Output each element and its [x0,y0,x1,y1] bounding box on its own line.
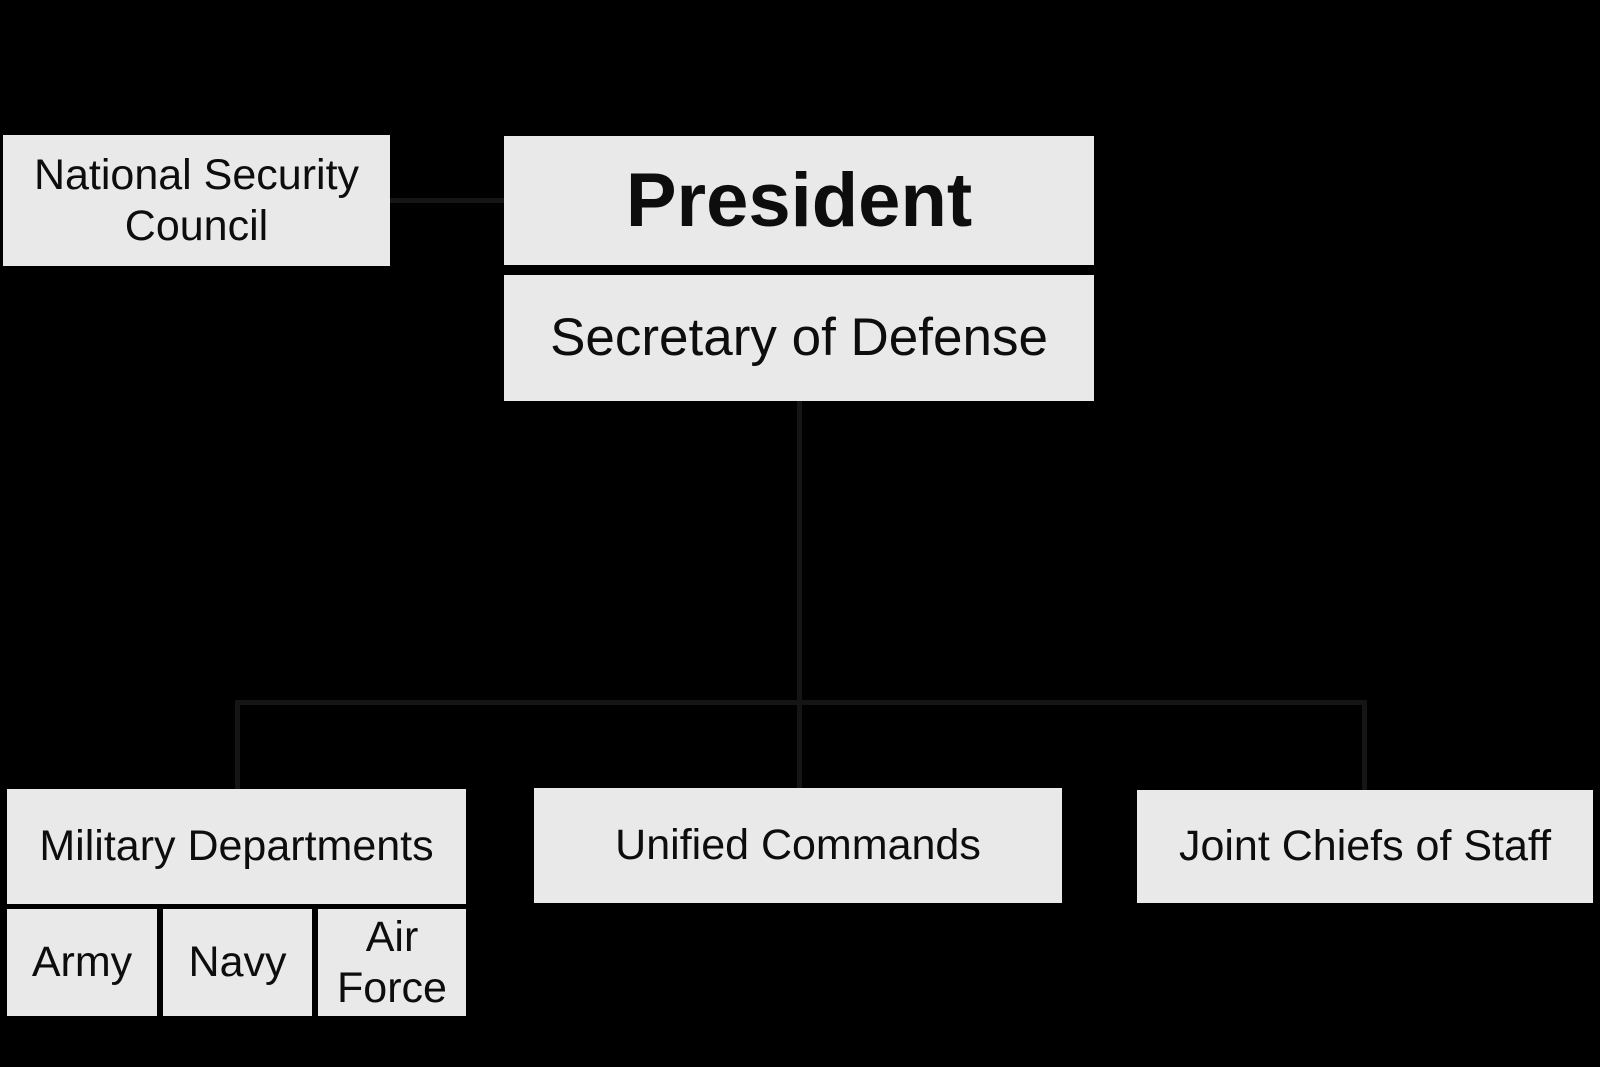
node-label-military-departments: Military Departments [39,822,434,871]
node-label-unified-commands: Unified Commands [615,821,981,870]
node-military-departments: Military Departments [7,789,466,904]
node-label-president: President [625,157,973,243]
node-air-force: Air Force [318,909,466,1016]
node-joint-chiefs-of-staff: Joint Chiefs of Staff [1137,790,1593,903]
node-national-security-council: National Security Council [3,135,390,266]
node-navy: Navy [163,909,312,1016]
connector-nsc-to-president [390,198,504,203]
node-army: Army [7,909,157,1016]
connector-drop-joint-chiefs [1362,700,1367,794]
node-label-national-security-council: National Security Council [33,150,360,250]
node-label-secretary-of-defense: Secretary of Defense [550,307,1048,367]
node-president: President [504,136,1094,265]
node-label-army: Army [31,938,133,987]
node-secretary-of-defense: Secretary of Defense [504,275,1094,401]
connector-drop-military-departments [235,700,240,793]
node-label-navy: Navy [188,938,287,987]
node-unified-commands: Unified Commands [534,788,1062,903]
node-label-joint-chiefs-of-staff: Joint Chiefs of Staff [1178,822,1552,871]
node-label-air-force: Air Force [337,912,447,1012]
connector-drop-unified-commands [797,700,802,792]
connector-secdef-trunk [797,401,802,702]
